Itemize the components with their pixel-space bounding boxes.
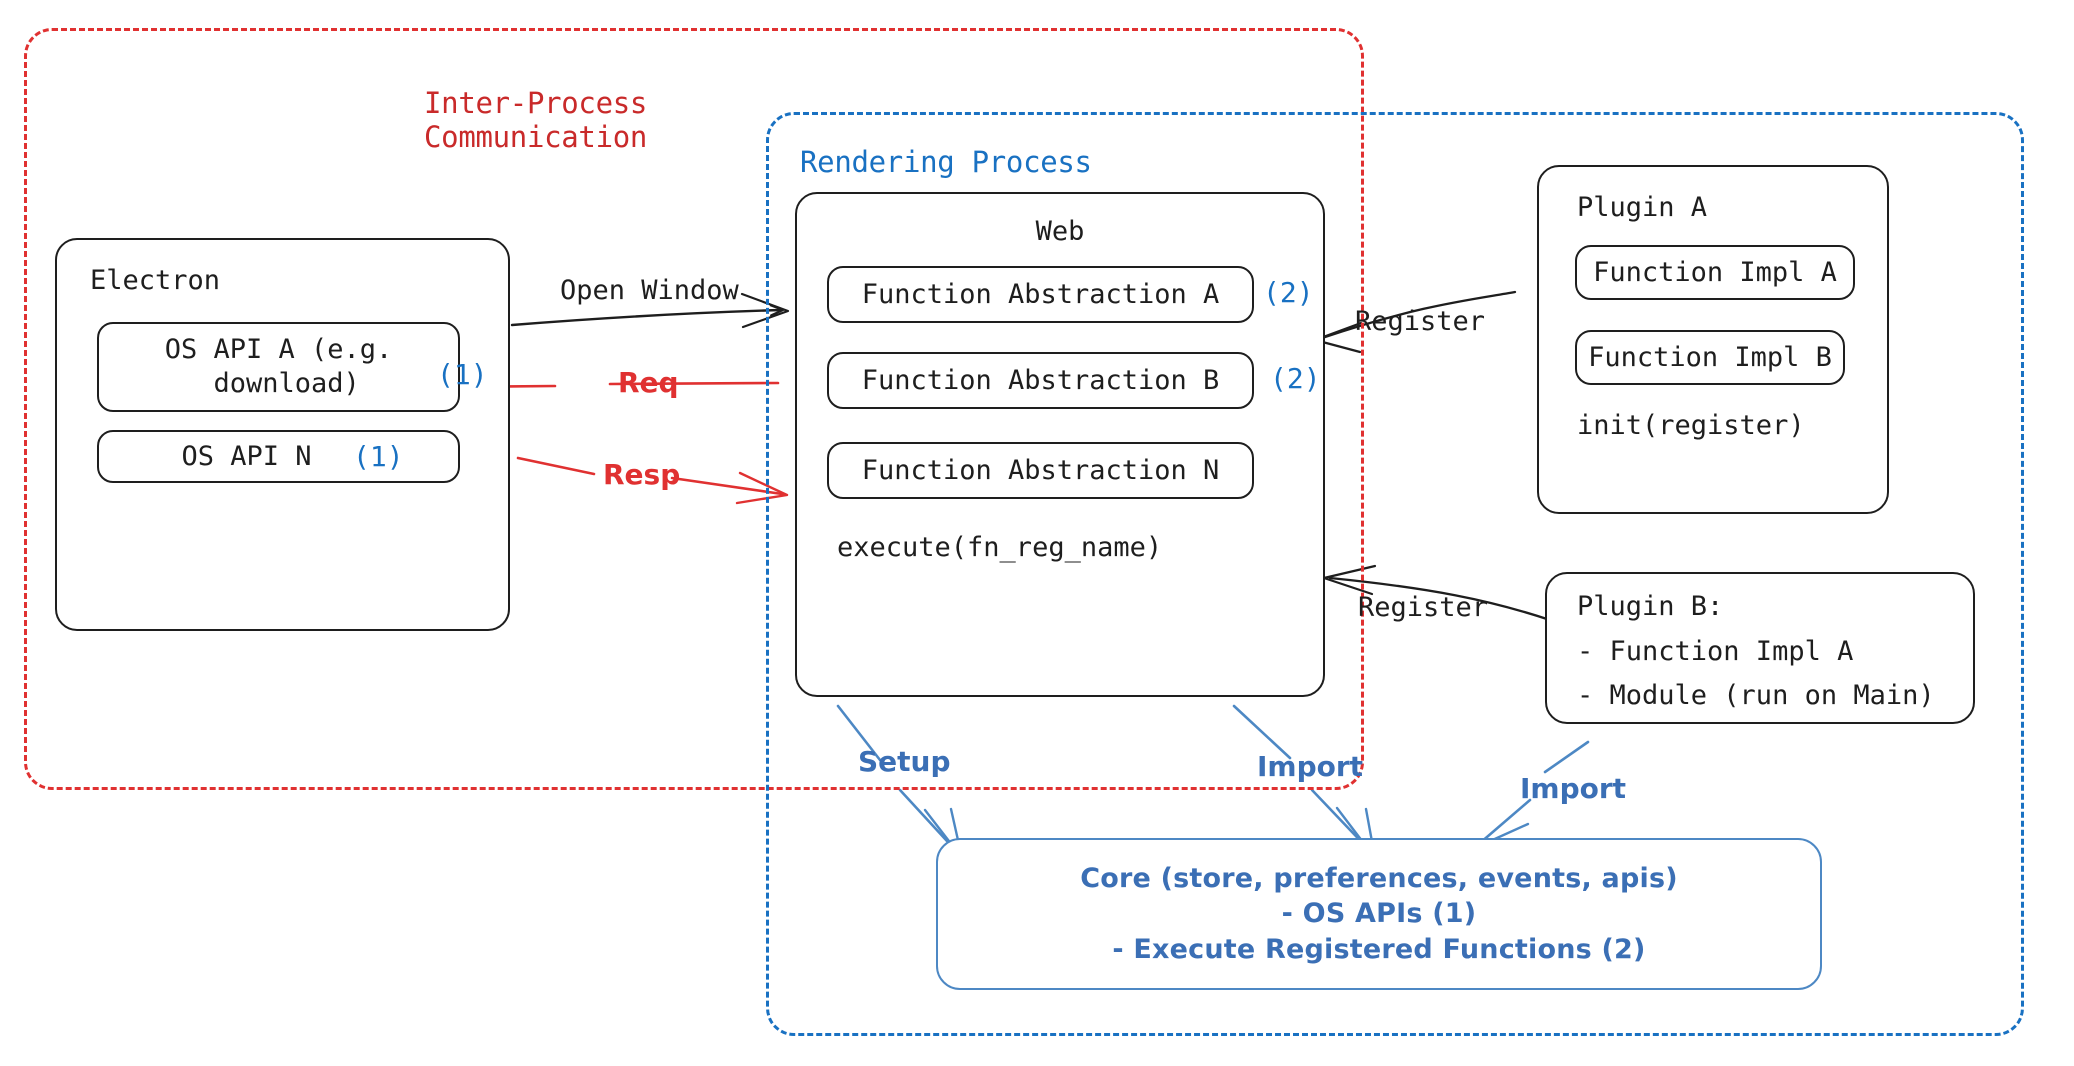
core-line-execute-registered: - Execute Registered Functions (2) xyxy=(1112,933,1646,965)
group-rendering-process xyxy=(766,112,2024,1036)
edge-label-resp: Resp xyxy=(603,458,681,491)
plugin-a-function-impl-b-box[interactable]: Function Impl B xyxy=(1575,330,1845,385)
function-abstraction-a-tag: (2) xyxy=(1263,276,1314,309)
plugin-b-box: Plugin B: - Function Impl A - Module (ru… xyxy=(1545,572,1975,724)
plugin-a-function-impl-a-box[interactable]: Function Impl A xyxy=(1575,245,1855,300)
function-abstraction-n-label: Function Abstraction N xyxy=(861,454,1220,486)
os-api-a-tag: (1) xyxy=(437,358,488,391)
core-line-main: Core (store, preferences, events, apis) xyxy=(1080,862,1678,894)
web-title: Web xyxy=(1035,216,1085,247)
function-abstraction-n-box[interactable]: Function Abstraction N xyxy=(827,442,1254,499)
edge-label-setup: Setup xyxy=(858,745,951,778)
group-rendering-title: Rendering Process xyxy=(800,145,1092,179)
core-line-os-apis: - OS APIs (1) xyxy=(1281,898,1477,930)
os-api-a-label: OS API A (e.g. download) xyxy=(164,334,393,399)
edge-label-open-window: Open Window xyxy=(560,275,739,306)
os-api-n-tag: (1) xyxy=(353,440,404,473)
function-abstraction-a-box[interactable]: Function Abstraction A xyxy=(827,266,1254,323)
plugin-a-function-impl-b-label: Function Impl B xyxy=(1588,341,1832,373)
web-execute-label: execute(fn_reg_name) xyxy=(837,532,1163,563)
os-api-n-label: OS API N xyxy=(181,440,312,472)
edge-label-import-web: Import xyxy=(1257,750,1364,783)
edge-label-req: Req xyxy=(618,366,679,399)
plugin-a-init-label: init(register) xyxy=(1577,410,1805,441)
plugin-b-line-function-impl-a: - Function Impl A xyxy=(1577,636,1854,667)
group-ipc-title: Inter-Process Communication xyxy=(424,86,648,155)
edge-label-import-plugin-b: Import xyxy=(1520,772,1627,805)
core-box: Core (store, preferences, events, apis) … xyxy=(936,838,1822,990)
function-abstraction-b-box[interactable]: Function Abstraction B xyxy=(827,352,1254,409)
plugin-a-box: Plugin A Function Impl A Function Impl B… xyxy=(1537,165,1889,514)
plugin-a-function-impl-a-label: Function Impl A xyxy=(1593,256,1837,288)
group-inter-process-communication xyxy=(24,28,1364,790)
edge-label-register-plugin-a: Register xyxy=(1355,306,1486,337)
edge-label-register-plugin-b: Register xyxy=(1358,592,1489,623)
plugin-b-line-module: - Module (run on Main) xyxy=(1577,680,1935,711)
os-api-a-box[interactable]: OS API A (e.g. download) xyxy=(97,322,460,412)
plugin-b-title: Plugin B: xyxy=(1577,591,1724,622)
electron-box: Electron OS API A (e.g. download) (1) OS… xyxy=(55,238,510,631)
function-abstraction-b-tag: (2) xyxy=(1270,362,1321,395)
os-api-n-box[interactable]: OS API N xyxy=(97,430,460,483)
electron-title: Electron xyxy=(90,265,221,296)
plugin-a-title: Plugin A xyxy=(1577,192,1708,223)
web-box: Web Function Abstraction A (2) Function … xyxy=(795,192,1325,697)
function-abstraction-a-label: Function Abstraction A xyxy=(861,278,1220,310)
function-abstraction-b-label: Function Abstraction B xyxy=(861,364,1220,396)
